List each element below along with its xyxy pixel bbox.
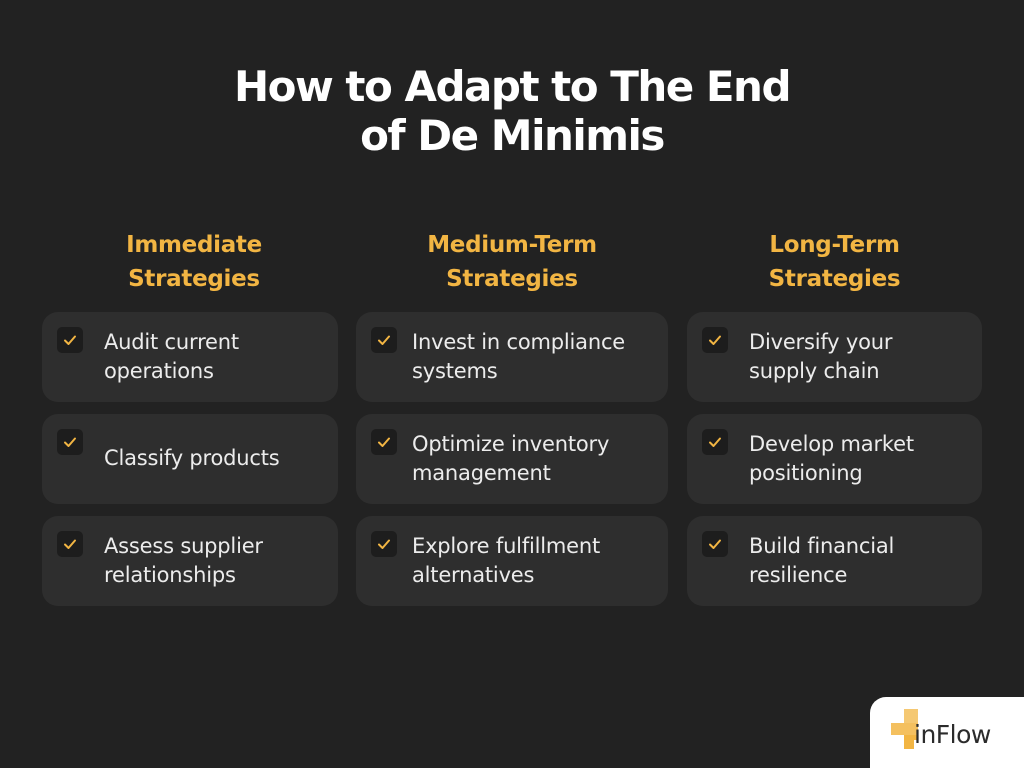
checkmark-icon [57, 327, 83, 353]
brand-logo: inFlow [870, 697, 1024, 768]
card-text: Classify products [104, 446, 280, 470]
column-heading-medium-term: Medium-Term Strategies [427, 232, 597, 292]
checkmark-icon [371, 531, 397, 557]
column-heading-long-term: Long-Term Strategies [768, 232, 901, 292]
checkmark-icon [702, 429, 728, 455]
title-line-1: How to Adapt to The End [233, 62, 792, 111]
checkmark-icon [371, 429, 397, 455]
inflow-logo-mark-icon [891, 709, 918, 749]
brand-name: inFlow [914, 720, 991, 749]
page-title: How to Adapt to The End of De Minimis [0, 62, 1024, 160]
checkmark-icon [702, 327, 728, 353]
checkmark-icon [57, 531, 83, 557]
checkmark-icon [702, 531, 728, 557]
title-line-2: of De Minimis [360, 111, 665, 160]
checkmark-icon [371, 327, 397, 353]
checkmark-icon [57, 429, 83, 455]
strategy-card: Classify products [42, 414, 338, 504]
column-heading-immediate: Immediate Strategies [126, 232, 262, 292]
